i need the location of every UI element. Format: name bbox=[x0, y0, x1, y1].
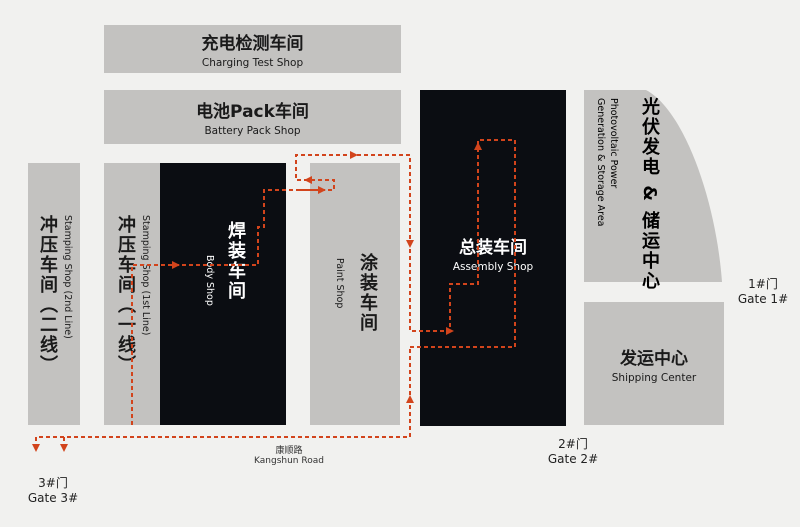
shipping-center-en: Shipping Center bbox=[611, 371, 697, 384]
body-shop: 焊装车间 Body Shop bbox=[160, 163, 286, 425]
stamping-shop-1st-line: 冲压车间（一线） Stamping Shop (1st Line) bbox=[104, 163, 160, 425]
gate-2: 2#门 Gate 2# bbox=[540, 435, 606, 466]
battery-pack-shop-cn: 电池Pack车间 bbox=[196, 102, 309, 122]
gate-1-cn: 1#门 bbox=[748, 277, 778, 291]
pv-storage-area bbox=[584, 90, 722, 282]
assembly-shop-en: Assembly Shop bbox=[452, 261, 534, 273]
stamping-shop-1st-en: Stamping Shop (1st Line) bbox=[140, 215, 151, 336]
charging-test-shop: 充电检测车间 Charging Test Shop bbox=[104, 25, 401, 73]
battery-pack-shop-en: Battery Pack Shop bbox=[204, 125, 301, 137]
gate-1-en: Gate 1# bbox=[737, 292, 789, 306]
pv-storage-en1: Photovoltaic Power bbox=[608, 98, 619, 189]
pv-storage-en2: Generation & Storage Area bbox=[595, 98, 606, 227]
assembly-shop-cn: 总装车间 bbox=[459, 238, 527, 258]
assembly-shop: 总装车间 Assembly Shop bbox=[420, 90, 566, 426]
gate-3-cn: 3#门 bbox=[38, 476, 68, 490]
stamping-shop-2nd-en: Stamping Shop (2nd Line) bbox=[62, 215, 73, 339]
body-shop-cn: 焊装车间 bbox=[225, 221, 246, 301]
stamping-shop-1st-cn: 冲压车间（一线） bbox=[115, 215, 136, 375]
gate-1: 1#门 Gate 1# bbox=[730, 275, 796, 306]
battery-pack-shop: 电池Pack车间 Battery Pack Shop bbox=[104, 90, 401, 144]
gate-3: 3#门 Gate 3# bbox=[20, 474, 86, 505]
gate-3-en: Gate 3# bbox=[27, 491, 79, 505]
shipping-center: 发运中心 Shipping Center bbox=[584, 302, 724, 425]
charging-test-shop-en: Charging Test Shop bbox=[201, 57, 304, 69]
shipping-center-cn: 发运中心 bbox=[620, 348, 688, 369]
paint-shop-cn: 涂装车间 bbox=[357, 253, 378, 333]
kangshun-road-cn: 康顺路 bbox=[275, 446, 303, 456]
paint-shop: 涂装车间 Paint Shop bbox=[310, 163, 400, 425]
body-shop-en: Body Shop bbox=[204, 255, 215, 306]
gate-2-cn: 2#门 bbox=[558, 437, 588, 451]
charging-test-shop-cn: 充电检测车间 bbox=[201, 34, 304, 54]
pv-storage-cn: 光伏发电 & 储运中心 bbox=[639, 97, 660, 292]
gate-2-en: Gate 2# bbox=[547, 452, 599, 466]
stamping-shop-2nd-line: 冲压车间（二线） Stamping Shop (2nd Line) bbox=[28, 163, 80, 425]
kangshun-road-en: Kangshun Road bbox=[254, 456, 324, 466]
stamping-shop-2nd-cn: 冲压车间（二线） bbox=[37, 215, 58, 375]
kangshun-road: 康顺路 Kangshun Road bbox=[244, 443, 334, 466]
paint-shop-en: Paint Shop bbox=[334, 258, 345, 309]
